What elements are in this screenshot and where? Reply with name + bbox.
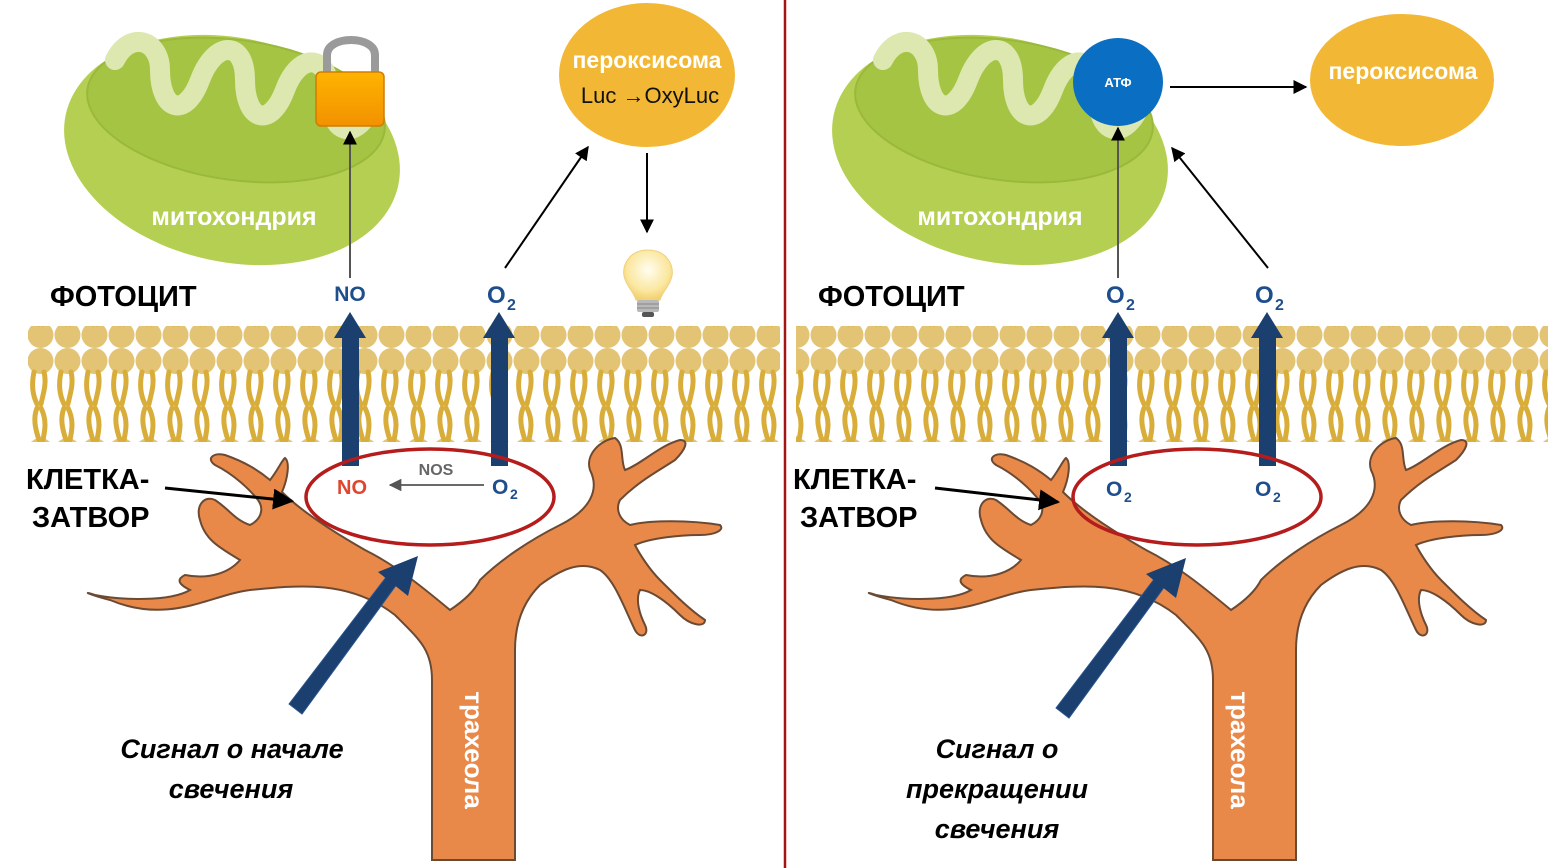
signal-stop-line2: прекращении	[906, 774, 1089, 804]
gate-cell-label-line2: ЗАТВОР	[32, 502, 150, 534]
membrane-no-label: NO	[334, 283, 366, 306]
gate-cell-right	[1071, 447, 1323, 547]
gate-o2-label-b: O 2	[1255, 478, 1281, 505]
mitochondria-label: митохондрия	[151, 203, 316, 231]
photocyte-label: ФОТОЦИТ	[818, 281, 965, 313]
tracheole-label: трахеола	[1225, 691, 1255, 809]
signal-start-line2: свечения	[169, 774, 294, 804]
peroxisome-right: пероксисома	[1310, 14, 1494, 146]
signal-stop-arrow	[1055, 558, 1186, 719]
svg-text:O: O	[1106, 478, 1122, 501]
right-panel: митохондрия АТФ пероксисома ФОТОЦИТ O 2 …	[793, 14, 1548, 861]
gate-enzyme-label: NOS	[419, 462, 454, 479]
peroxisome-label: пероксисома	[573, 47, 722, 73]
svg-text:2: 2	[510, 486, 518, 502]
svg-text:2: 2	[1275, 297, 1284, 314]
mitochondria-left: митохондрия	[64, 31, 400, 266]
atp-node: АТФ	[1073, 38, 1163, 126]
padlock-icon	[315, 36, 385, 127]
left-panel: митохондрия пероксисома Luc →OxyLuc Ф	[26, 3, 780, 861]
membrane-o2-label: O 2	[487, 282, 516, 314]
tracheole-right	[867, 436, 1504, 861]
svg-text:O: O	[487, 282, 506, 309]
signal-stop-line1: Сигнал о	[936, 734, 1059, 764]
lightbulb-icon	[623, 249, 673, 317]
o2-efflux-arrow-b	[1251, 312, 1283, 466]
gate-o2-label-a: O 2	[1106, 478, 1132, 505]
svg-text:O: O	[1255, 282, 1274, 309]
gate-cell-pointer-arrow	[934, 486, 1061, 511]
svg-text:O: O	[492, 476, 508, 499]
luciferase-reaction: Luc →OxyLuc	[581, 83, 719, 108]
gate-cell-label-line1: КЛЕТКА-	[793, 464, 916, 496]
tracheole-label: трахеола	[459, 691, 489, 809]
o2-efflux-arrow-left	[483, 312, 515, 466]
tracheole-left	[86, 436, 723, 861]
signal-start-line1: Сигнал о начале	[120, 734, 343, 764]
signal-start-arrow	[288, 556, 418, 715]
signal-stop-line3: свечения	[935, 814, 1060, 844]
cell-membrane-left	[28, 326, 780, 442]
photocyte-label: ФОТОЦИТ	[50, 281, 197, 313]
svg-text:O: O	[1106, 282, 1125, 309]
o2-to-mitochondria-arrow	[1171, 146, 1269, 269]
svg-text:2: 2	[1124, 489, 1132, 505]
gate-o2-label: O 2	[492, 476, 518, 502]
o2-to-peroxisome-arrow	[504, 145, 589, 269]
gate-no-label: NO	[337, 477, 367, 499]
membrane-o2-label-b: O 2	[1255, 282, 1284, 314]
svg-text:O: O	[1255, 478, 1271, 501]
no-efflux-arrow	[334, 312, 366, 466]
svg-text:2: 2	[507, 297, 516, 314]
gate-cell-label-line2: ЗАТВОР	[800, 502, 918, 534]
peroxisome-left: пероксисома Luc →OxyLuc	[559, 3, 735, 147]
atp-label: АТФ	[1104, 75, 1131, 90]
svg-text:2: 2	[1126, 297, 1135, 314]
o2-efflux-arrow-a	[1102, 312, 1134, 466]
mitochondria-label: митохондрия	[917, 203, 1082, 231]
peroxisome-label: пероксисома	[1329, 58, 1478, 84]
gate-cell-left	[304, 447, 556, 547]
membrane-o2-label-a: O 2	[1106, 282, 1135, 314]
gate-cell-pointer-arrow	[164, 486, 295, 510]
svg-text:2: 2	[1273, 489, 1281, 505]
gate-cell-label-line1: КЛЕТКА-	[26, 464, 149, 496]
cell-membrane-right	[796, 326, 1548, 442]
